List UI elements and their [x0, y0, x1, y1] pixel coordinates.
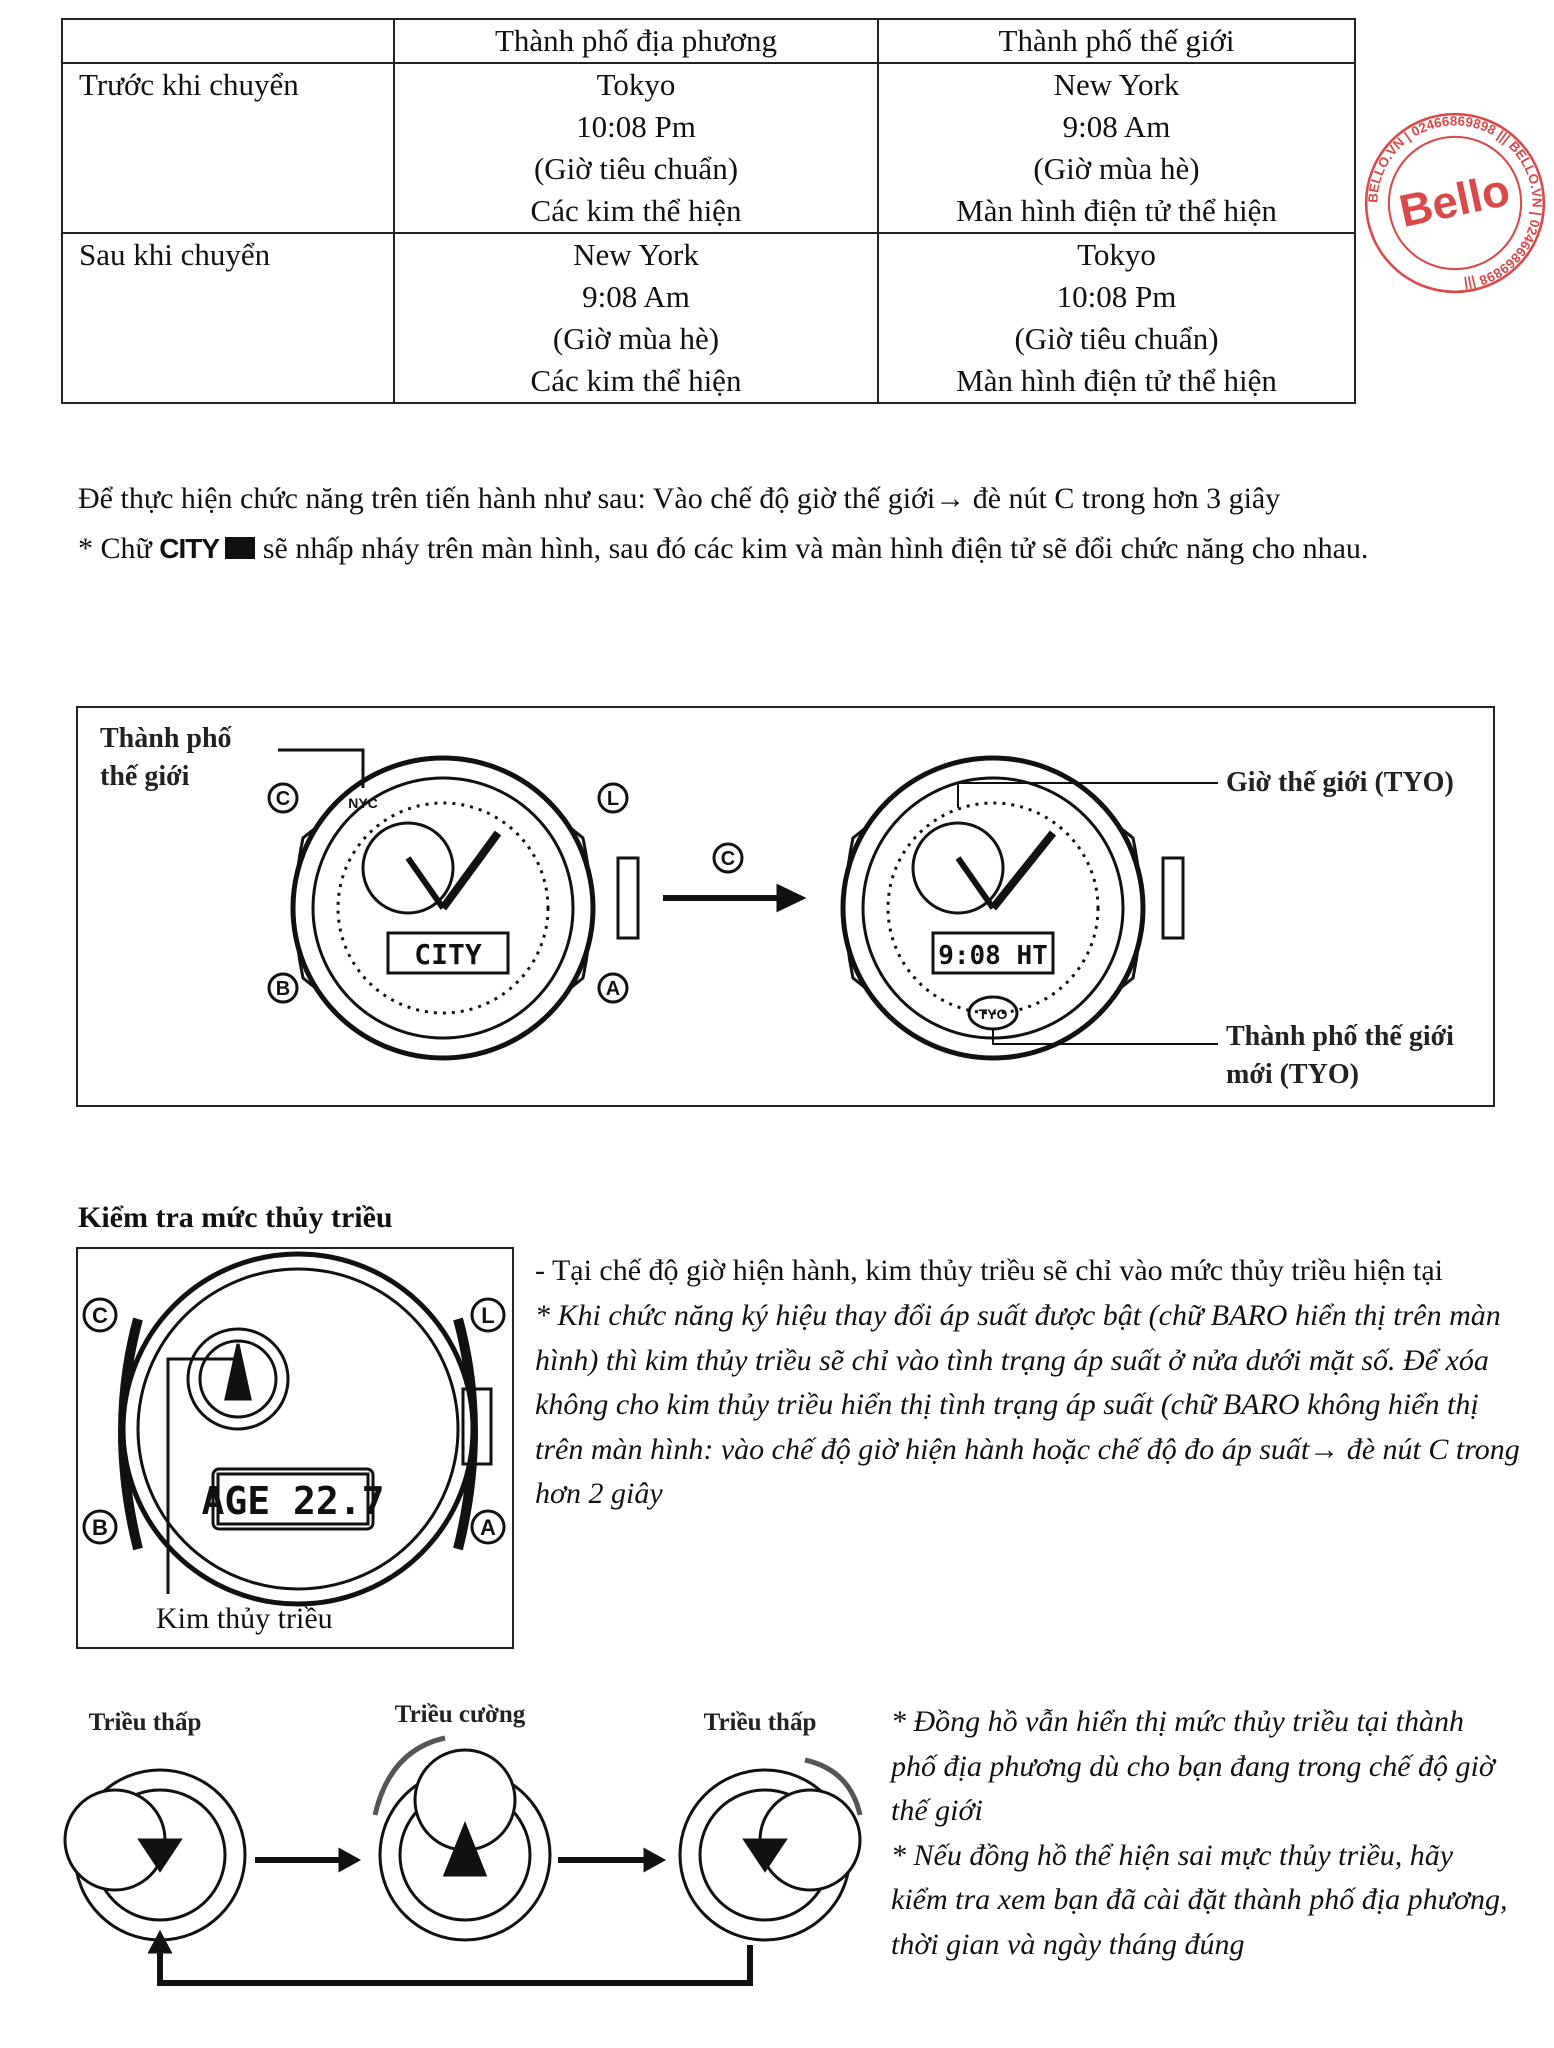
cell-line: Màn hình điện tử thể hiện [956, 363, 1277, 398]
cell-line: New York [1053, 67, 1180, 102]
cell-line: 10:08 Pm [576, 109, 696, 144]
table-row: Sau khi chuyển New York 9:08 Am (Giờ mùa… [61, 232, 1356, 404]
tide-description: - Tại chế độ giờ hiện hành, kim thủy tri… [535, 1248, 1525, 1517]
cycle-label-high-tide: Triều cường [395, 1701, 526, 1728]
row-label: Trước khi chuyển [61, 62, 395, 234]
label-new-world-city: Thành phố thế giới mới (TYO) [1226, 1018, 1454, 1094]
arrow-button-label: C [721, 848, 735, 870]
tide-note-world-time: * Đồng hồ vẫn hiển thị mức thủy triều tạ… [891, 1705, 1495, 1827]
label-line: Thành phố thế giới [1226, 1021, 1454, 1052]
cell-line: (Giờ mùa hè) [1033, 151, 1200, 186]
cell-line: Tokyo [1077, 237, 1156, 272]
tide-hand-label: Kim thủy triều [156, 1602, 333, 1635]
right-watch-icon [840, 755, 1218, 1061]
button-b-label: B [92, 1515, 108, 1540]
cell-line: (Giờ tiêu chuẩn) [1014, 321, 1219, 356]
button-l-label: L [607, 788, 619, 810]
tide-main-text: - Tại chế độ giờ hiện hành, kim thủy tri… [535, 1254, 1444, 1287]
bello-stamp-watermark: BELLO.VN | 02466869898 ||| BELLO.VN | 02… [1364, 112, 1546, 294]
tide-notes: * Đồng hồ vẫn hiển thị mức thủy triều tạ… [891, 1700, 1511, 1967]
cell-line: (Giờ mùa hè) [552, 321, 720, 356]
tide-dial-low-icon [678, 1757, 863, 1942]
cell-line: Màn hình điện tử thể hiện [956, 193, 1277, 228]
table-header-row: Thành phố địa phương Thành phố thế giới [61, 18, 1356, 64]
button-a-label: A [480, 1515, 496, 1540]
table-header-cell [61, 18, 395, 64]
tide-note-check-settings: * Nếu đồng hồ thể hiện sai mực thủy triề… [891, 1838, 1508, 1961]
city-glyph-text: CITY [159, 533, 219, 564]
button-l-label: L [481, 1303, 494, 1328]
cell-line: Các kim thể hiện [530, 193, 742, 228]
tide-cycle-diagram: Triều thấp Triều cường Triều thấp [63, 1701, 863, 1986]
tide-watch-figure: C L B A AGE 22.7 Kim thủy triều [76, 1247, 514, 1649]
cell-line: 9:08 Am [582, 279, 690, 314]
local-cell: Tokyo 10:08 Pm (Giờ tiêu chuẩn) Các kim … [393, 62, 879, 234]
instruction-paragraph: Để thực hiện chức năng trên tiến hành nh… [78, 474, 1498, 574]
tide-watch-icon: C L B A AGE 22.7 [82, 1251, 506, 1607]
cell-line: Tokyo [596, 67, 676, 102]
cell-line: 10:08 Pm [1056, 279, 1177, 314]
tyo-city-code: TYO [979, 1006, 1008, 1022]
nyc-city-code: NYC [348, 795, 378, 811]
text: sẽ nhấp nháy trên màn hình, sau đó các k… [262, 532, 1369, 565]
cycle-label-low-tide: Triều thấp [89, 1709, 202, 1736]
age-display: AGE 22.7 [201, 1479, 384, 1523]
cell-line: (Giờ tiêu chuẩn) [533, 151, 739, 186]
text: * Chữ [78, 532, 152, 565]
tide-dial-low-icon [63, 1768, 247, 1942]
world-cell: New York 9:08 Am (Giờ mùa hè) Màn hình đ… [877, 62, 1356, 234]
cell-line: Các kim thể hiện [530, 363, 742, 398]
button-a-label: A [606, 978, 620, 1000]
instruction-line: Để thực hiện chức năng trên tiến hành nh… [78, 482, 1281, 515]
left-watch-display: CITY [414, 938, 482, 971]
label-world-time: Giờ thế giới (TYO) [1226, 767, 1454, 798]
watch-swap-illustration: C L B A NYC CITY C 9:08 HT TYO [267, 748, 1218, 1061]
button-c-label: C [276, 788, 290, 810]
city-swap-table: Thành phố địa phương Thành phố thế giới … [61, 18, 1356, 404]
city-glyph-block-icon [225, 537, 256, 559]
right-watch-display: 9:08 HT [938, 941, 1048, 971]
world-cell: Tokyo 10:08 Pm (Giờ tiêu chuẩn) Màn hình… [877, 232, 1356, 404]
cell-line: 9:08 Am [1062, 109, 1171, 144]
local-cell: New York 9:08 Am (Giờ mùa hè) Các kim th… [393, 232, 879, 404]
world-time-swap-figure: Thành phố thế giới [76, 706, 1495, 1107]
table-header-cell: Thành phố địa phương [393, 18, 879, 64]
table-header-cell: Thành phố thế giới [877, 18, 1356, 64]
tide-dial-high-icon [372, 1735, 552, 1942]
label-line: mới (TYO) [1226, 1059, 1359, 1090]
button-b-label: B [276, 978, 290, 1000]
table-row: Trước khi chuyển Tokyo 10:08 Pm (Giờ tiê… [61, 62, 1356, 234]
city-display-glyph: CITY [159, 533, 256, 564]
label-line: thế giới [100, 761, 190, 792]
label-world-city: Thành phố thế giới [100, 720, 232, 796]
stamp-brand: Bello [1395, 164, 1514, 237]
cycle-label-low-tide: Triều thấp [704, 1709, 817, 1736]
tide-section-heading: Kiểm tra mức thủy triều [78, 1201, 393, 1234]
cell-line: New York [573, 237, 699, 272]
tide-baro-note: * Khi chức năng ký hiệu thay đổi áp suất… [535, 1299, 1520, 1510]
label-line: Thành phố [100, 723, 232, 754]
row-label: Sau khi chuyển [61, 232, 395, 404]
left-watch-icon [267, 748, 640, 1061]
instruction-line: * Chữ CITY sẽ nhấp nháy trên màn hình, s… [78, 524, 1498, 574]
button-c-label: C [92, 1303, 108, 1328]
